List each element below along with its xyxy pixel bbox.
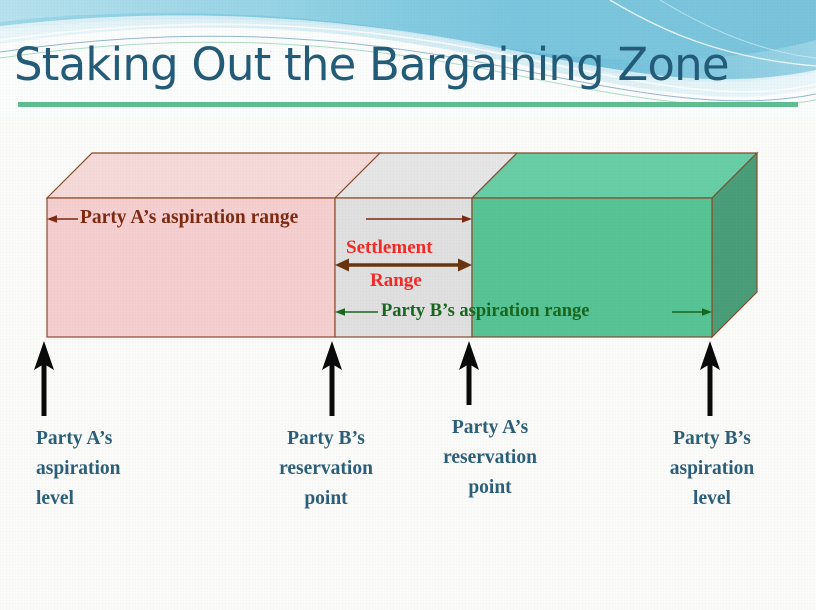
callout-arrow-party-b-aspiration-level (700, 341, 720, 416)
callout-line: aspiration (36, 458, 121, 479)
party-a-range-arrow (47, 215, 472, 223)
callout-arrow-party-a-reservation-point (459, 341, 479, 405)
settlement-range-arrow (335, 258, 472, 272)
callout-line: Party A’s (451, 417, 529, 438)
page-title: Staking Out the Bargaining Zone (14, 38, 730, 91)
segment-top-party-b (470, 152, 759, 199)
callout-party-a-aspiration-level: Party A’s aspiration level (36, 424, 196, 514)
segment-front-party-b (471, 197, 713, 338)
callout-party-a-reservation-point: Party A’s reservation point (410, 413, 570, 503)
callout-arrow-party-b-reservation-point (322, 341, 342, 416)
callout-line: level (693, 488, 731, 509)
segment-top-party-a (45, 152, 382, 199)
callout-line: Party B’s (673, 428, 751, 449)
label-settlement-line-1: Settlement (346, 237, 433, 258)
segment-front-party-a (46, 197, 336, 338)
label-party-b-aspiration-range: Party B’s aspiration range (381, 301, 590, 321)
callout-line: reservation (279, 458, 373, 479)
callout-line: reservation (443, 447, 537, 468)
title-divider-rule (18, 102, 798, 107)
callout-line: Party A’s (36, 428, 113, 449)
callout-line: aspiration (669, 458, 755, 479)
label-settlement-line-2: Range (370, 270, 422, 291)
callout-line: level (36, 488, 74, 509)
callout-line: Party B’s (287, 428, 365, 449)
callout-party-b-aspiration-level: Party B’s aspiration level (632, 424, 792, 514)
header-wave-banner (0, 0, 816, 118)
party-b-range-arrow (335, 308, 712, 316)
callout-line: point (304, 488, 348, 509)
label-party-a-aspiration-range: Party A’s aspiration range (80, 207, 299, 228)
callout-party-b-reservation-point: Party B’s reservation point (246, 424, 406, 514)
callout-arrow-party-a-aspiration-level (34, 341, 54, 416)
callout-line: point (468, 477, 512, 498)
